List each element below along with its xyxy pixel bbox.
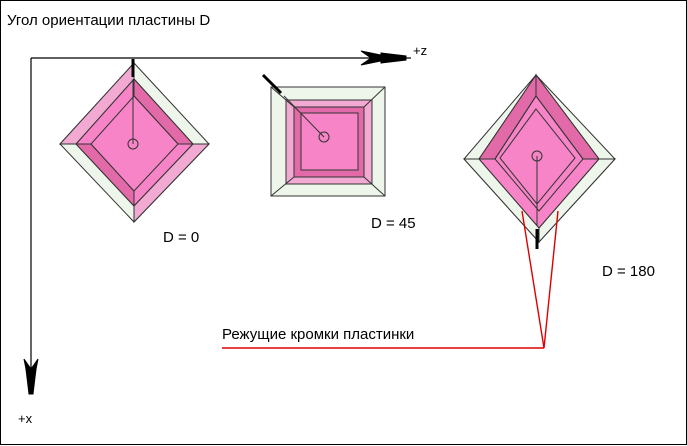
insert-d45-graphic — [261, 73, 386, 197]
z-axis-label: +z — [413, 43, 428, 58]
d0-label: D = 0 — [163, 229, 200, 246]
d45-label: D = 45 — [371, 215, 416, 232]
z-axis-arrow-icon — [360, 50, 411, 66]
x-axis-label: +x — [18, 411, 33, 426]
cutting-edges-callout: Режущие кромки пластинки — [222, 326, 415, 343]
x-axis-arrow-icon — [23, 358, 39, 395]
insert-d0-graphic — [58, 59, 211, 224]
axis-lines — [30, 57, 396, 389]
callout-lines — [222, 210, 559, 349]
page-title: Угол ориентации пластины D — [7, 12, 211, 29]
insert-d180-graphic — [462, 73, 617, 249]
d180-label: D = 180 — [602, 263, 655, 280]
